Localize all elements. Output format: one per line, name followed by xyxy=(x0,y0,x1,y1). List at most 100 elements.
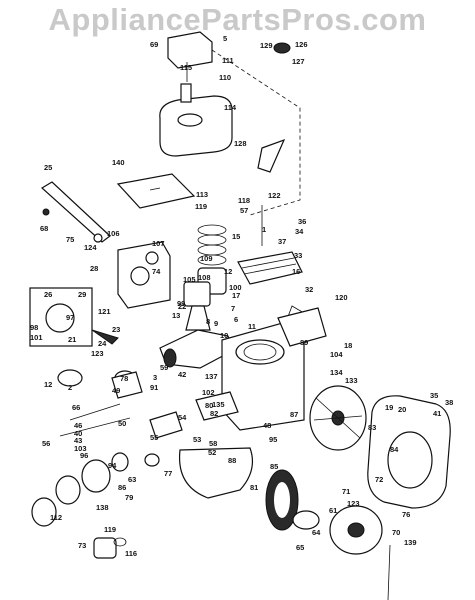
callout-label: 34 xyxy=(295,227,304,236)
callout-label: 71 xyxy=(342,487,350,496)
callout-label: 24 xyxy=(98,339,107,348)
callout-label: 111 xyxy=(222,56,234,65)
callout-label: 104 xyxy=(330,350,343,359)
callout-label: 79 xyxy=(125,493,133,502)
callout-label: 120 xyxy=(335,293,348,302)
blower-housing xyxy=(367,395,451,509)
callout-label: 133 xyxy=(345,376,358,385)
callout-label: 89 xyxy=(300,338,308,347)
callout-label: 116 xyxy=(125,549,137,558)
cam-parts xyxy=(144,391,239,467)
callout-label: 106 xyxy=(107,229,120,238)
callout-label: 127 xyxy=(292,57,305,66)
callout-label: 2 xyxy=(68,383,72,392)
callout-label: 54 xyxy=(178,413,187,422)
callout-label: 115 xyxy=(180,63,192,72)
callout-label: 46 xyxy=(74,421,82,430)
callout-label: 110 xyxy=(219,73,231,82)
callout-label: 43 xyxy=(74,436,82,445)
callout-label: 101 xyxy=(30,333,43,342)
callout-label: 69 xyxy=(150,40,158,49)
callout-label: 28 xyxy=(90,264,98,273)
callout-label: 76 xyxy=(402,510,410,519)
callout-label: 49 xyxy=(112,386,120,395)
callout-label: 94 xyxy=(108,461,117,470)
callout-label: 19 xyxy=(385,403,393,412)
carburetor xyxy=(117,241,171,309)
callout-label: 129 xyxy=(260,41,273,50)
callout-label: 81 xyxy=(250,483,258,492)
callout-label: 38 xyxy=(445,398,453,407)
callout-label: 5 xyxy=(223,34,227,43)
callout-label: 66 xyxy=(72,403,80,412)
callout-label: 124 xyxy=(84,243,97,252)
callout-label: 41 xyxy=(433,409,441,418)
starter-pulley xyxy=(329,505,391,600)
callout-label: 10 xyxy=(220,331,228,340)
control-rod xyxy=(40,181,111,243)
callout-label: 33 xyxy=(294,251,302,260)
callout-label: 53 xyxy=(193,435,201,444)
callout-label: 52 xyxy=(208,448,216,457)
callout-label: 40 xyxy=(74,429,82,438)
callout-label: 82 xyxy=(210,409,218,418)
callout-label: 1 xyxy=(262,225,266,234)
flywheel xyxy=(309,385,367,451)
callout-label: 65 xyxy=(296,543,304,552)
oil-seal-parts xyxy=(57,369,143,437)
callout-label: 42 xyxy=(178,370,186,379)
inset-detail xyxy=(29,287,119,347)
callout-label: 74 xyxy=(152,267,161,276)
callout-label: 78 xyxy=(120,374,128,383)
callout-label: 8 xyxy=(206,317,210,326)
callout-label: 95 xyxy=(269,435,277,444)
callout-label: 36 xyxy=(298,217,306,226)
callout-label: 12 xyxy=(44,380,52,389)
crankshaft xyxy=(159,329,235,369)
callout-label: 32 xyxy=(305,285,313,294)
callout-label: 118 xyxy=(238,196,250,205)
callout-label: 128 xyxy=(234,139,247,148)
callout-label: 134 xyxy=(330,368,343,377)
callout-label: 103 xyxy=(74,444,87,453)
callout-label: 26 xyxy=(44,290,52,299)
callout-label: 77 xyxy=(164,469,172,478)
callout-label: 96 xyxy=(80,451,88,460)
callout-label: 12 xyxy=(224,267,232,276)
callout-label: 37 xyxy=(278,237,286,246)
callout-label: 123 xyxy=(347,499,360,508)
callout-label: 121 xyxy=(98,307,111,316)
callout-label: 83 xyxy=(368,423,376,432)
callout-label: 72 xyxy=(375,475,383,484)
callout-label: 56 xyxy=(42,439,50,448)
callout-label: 97 xyxy=(66,313,74,322)
callout-label: 119 xyxy=(104,525,116,534)
callout-label: 66 xyxy=(0,0,8,2)
callout-label: 88 xyxy=(228,456,236,465)
callout-label: 68 xyxy=(40,224,48,233)
callout-label: 87 xyxy=(290,410,298,419)
callout-label: 107 xyxy=(152,239,165,248)
callout-label: 85 xyxy=(270,462,278,471)
callout-label: 122 xyxy=(268,191,281,200)
guard xyxy=(178,447,253,499)
callout-label: 123 xyxy=(91,349,104,358)
callout-label: 63 xyxy=(128,475,136,484)
callout-label: 99 xyxy=(177,299,185,308)
callout-label: 86 xyxy=(118,483,126,492)
callout-label: 73 xyxy=(78,541,86,550)
callout-label: 20 xyxy=(398,405,406,414)
callout-label: 48 xyxy=(263,421,271,430)
callout-label: 55 xyxy=(150,433,158,442)
callout-label: 105 xyxy=(183,275,196,284)
callout-label: 100 xyxy=(229,283,242,292)
callout-label: 17 xyxy=(232,291,240,300)
ring-gear xyxy=(265,469,299,531)
callout-label: 11 xyxy=(248,322,256,331)
callout-label: 75 xyxy=(66,235,74,244)
callout-label: 16 xyxy=(292,267,300,276)
callout-label: 98 xyxy=(30,323,38,332)
governor-parts xyxy=(31,452,129,559)
